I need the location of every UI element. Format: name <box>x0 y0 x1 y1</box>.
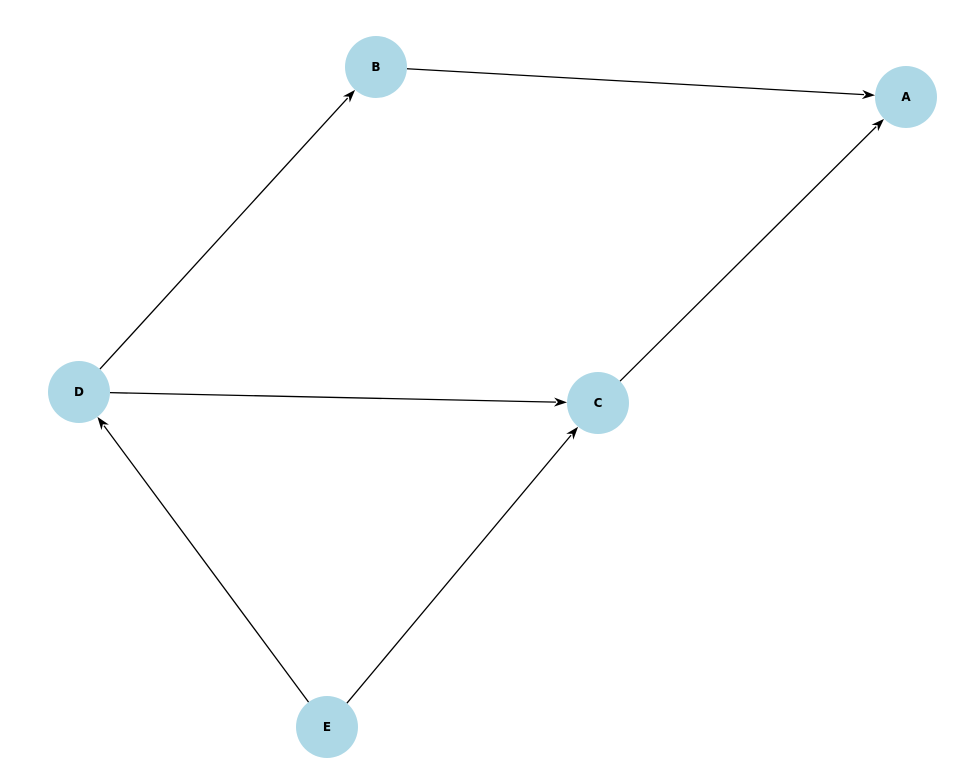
graph-edge-E-D <box>97 416 310 703</box>
graph-edge-C-A <box>619 118 885 382</box>
edge-line <box>103 425 310 703</box>
node-circle[interactable] <box>875 66 937 128</box>
graph-node-E[interactable]: E <box>296 696 358 758</box>
edge-arrowhead-icon <box>553 397 568 407</box>
graph-node-C[interactable]: C <box>567 372 629 434</box>
edge-arrowhead-icon <box>871 118 885 132</box>
graph-node-D[interactable]: D <box>48 361 110 423</box>
node-circle[interactable] <box>345 36 407 98</box>
edge-line <box>346 434 572 704</box>
edge-arrowhead-icon <box>566 426 579 440</box>
graph-edge-D-B <box>99 89 356 370</box>
node-circle[interactable] <box>48 361 110 423</box>
edge-arrowhead-icon <box>861 89 876 100</box>
edge-line <box>99 97 349 370</box>
graph-node-B[interactable]: B <box>345 36 407 98</box>
graph-node-A[interactable]: A <box>875 66 937 128</box>
node-circle[interactable] <box>296 696 358 758</box>
edge-line <box>619 126 877 382</box>
graph-edge-B-A <box>406 68 876 100</box>
edge-arrowhead-icon <box>97 416 109 431</box>
graph-edge-D-C <box>109 392 568 407</box>
edge-line <box>109 392 556 403</box>
edge-arrowhead-icon <box>342 89 356 103</box>
edge-line <box>406 68 865 96</box>
graph-edge-E-C <box>346 426 579 704</box>
edges-layer <box>97 68 885 704</box>
node-circle[interactable] <box>567 372 629 434</box>
